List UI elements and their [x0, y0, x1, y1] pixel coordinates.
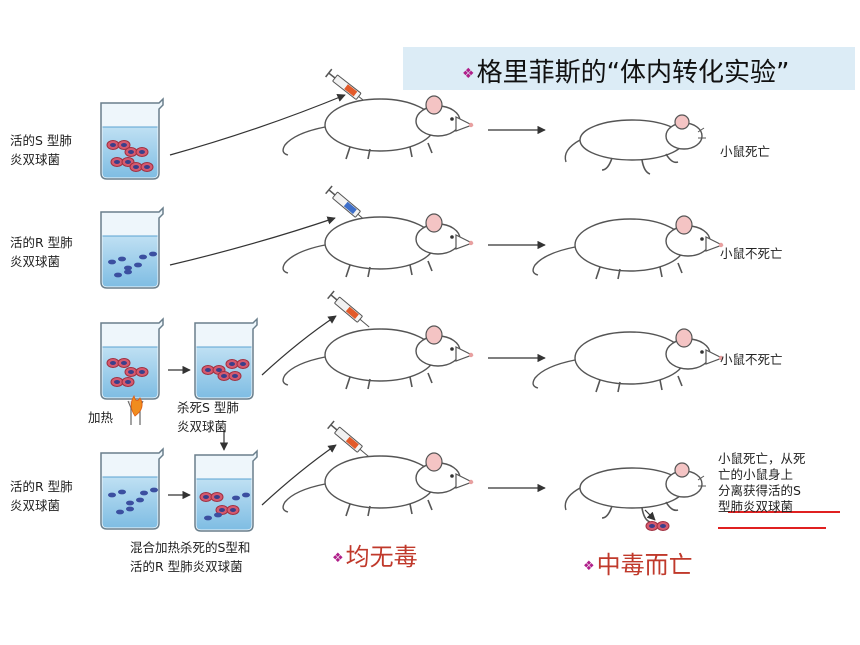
arrow-row2-inject [169, 216, 336, 266]
diamond-bullet-icon: ❖ [462, 65, 475, 82]
row4-mix-label: 混合加热杀死的S型和 活的R 型肺炎双球菌 [130, 540, 251, 574]
isolated-s-cells [645, 521, 670, 531]
arrow-row1-inject [169, 93, 346, 156]
row4-beaker-r [100, 448, 164, 530]
row3-mouse-alive [532, 328, 725, 393]
arrow-row3-inject [261, 315, 337, 376]
row4-result: 小鼠死亡，从死 亡的小鼠身上 分离获得活的S 型肺炎双球菌 [718, 451, 806, 514]
diamond-bullet-icon: ❖ [583, 558, 595, 574]
arrow-row4-inject [261, 444, 337, 506]
row1-dead-mouse [564, 114, 707, 175]
row4-dead-mouse [564, 462, 707, 523]
row4-label: 活的R 型肺 炎双球菌 [10, 479, 73, 513]
row2-mouse-alive [532, 215, 725, 280]
row1-label: 活的S 型肺 炎双球菌 [10, 133, 72, 167]
row1-beaker [100, 98, 164, 180]
row2-syringe [324, 185, 372, 227]
diamond-bullet-icon: ❖ [332, 550, 344, 566]
title-banner [403, 47, 855, 90]
row1-mouse [282, 95, 475, 160]
annotation-no-toxin: ❖均无毒 [332, 543, 418, 571]
row1-syringe [324, 68, 372, 109]
row3-heat-label: 加热 [88, 410, 114, 425]
row2-result: 小鼠不死亡 [720, 246, 783, 261]
row3-mouse [282, 325, 475, 390]
flame-icon [130, 394, 143, 417]
page-title: ❖格里菲斯的“体内转化实验” [462, 58, 790, 88]
annotation-poisoned: ❖中毒而亡 [583, 551, 693, 579]
row3-result: 小鼠不死亡 [720, 352, 783, 367]
row4-beaker-mixed [194, 450, 258, 532]
row4-syringe [326, 420, 374, 462]
row1-result: 小鼠死亡 [720, 144, 771, 159]
row3-syringe [326, 290, 374, 332]
row2-label: 活的R 型肺 炎双球菌 [10, 235, 73, 269]
row2-beaker [100, 207, 164, 289]
arrow-isolate [644, 509, 656, 521]
row3-beaker-killed [194, 318, 258, 400]
row3-killed-label: 杀死S 型肺 炎双球菌 [177, 400, 239, 434]
row2-mouse [282, 213, 475, 278]
